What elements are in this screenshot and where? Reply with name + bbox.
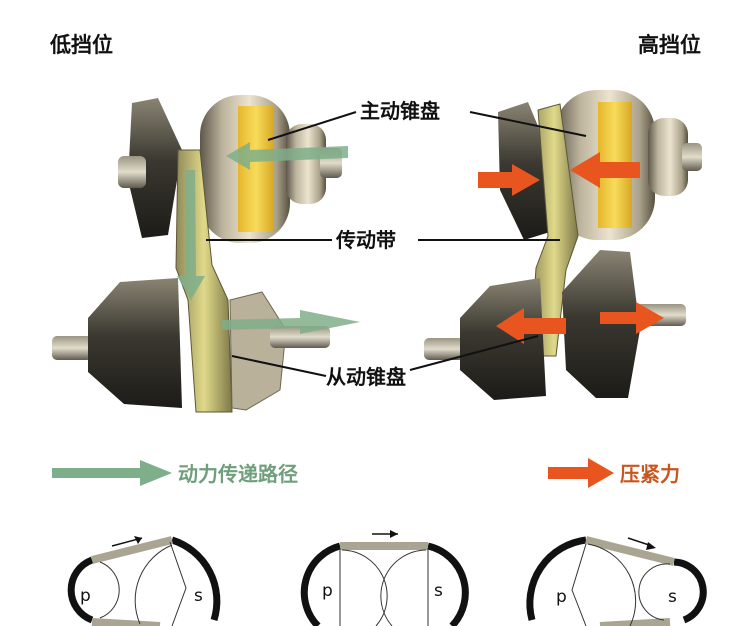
high-driven-left-shaft <box>424 338 464 360</box>
schematic-low-divider <box>169 541 187 626</box>
high-force-arrow-driven-left <box>496 308 566 344</box>
schematic-high-p-letter: p <box>556 587 567 607</box>
high-belt <box>529 103 579 357</box>
schematic-low-belt-bottom <box>91 618 161 626</box>
schematic-low-belt-top <box>91 536 173 564</box>
schematic-high-s-wheel <box>638 563 671 621</box>
legend-force-arrow-icon <box>548 458 614 488</box>
high-driven-left-cone <box>460 278 546 400</box>
low-drive-left-hub <box>118 156 146 188</box>
schematic-low-p-wheel <box>99 561 120 619</box>
schematic-high-s-letter: s <box>668 587 677 607</box>
low-driven-right-shaft <box>270 326 330 348</box>
schematic-mid-gear: p s <box>300 530 469 626</box>
schematic-high-belt-bottom <box>599 618 671 626</box>
high-force-arrow-drive-right <box>570 152 640 188</box>
schematic-low-p-arc <box>67 556 94 624</box>
label-belt: 传动带 <box>335 228 396 252</box>
schematic-low-s-arc <box>170 536 221 622</box>
high-drive-shaft <box>682 143 702 171</box>
legend-power-arrow-icon <box>52 460 172 486</box>
label-drive-pulley: 主动锥盘 <box>360 99 440 123</box>
schematic-high-divider <box>571 543 587 626</box>
schematic-mid-p-letter: p <box>322 581 333 601</box>
schematic-high-p-arc <box>526 536 587 621</box>
schematic-mid-s-letter: s <box>434 581 443 601</box>
low-gear-assembly <box>52 95 360 413</box>
title-low-gear: 低挡位 <box>49 33 113 57</box>
high-drive-right-hub <box>648 118 688 196</box>
schematic-high-s-arc <box>673 558 707 624</box>
low-power-arrow-vertical <box>177 170 205 300</box>
legend-clamping-force: 压紧力 <box>620 462 680 486</box>
schematic-low-s-wheel <box>134 544 173 625</box>
schematic-mid-s-arc <box>427 542 469 626</box>
schematic-mid-p-wheel <box>341 549 388 626</box>
schematic-mid-arrow-head <box>390 530 398 538</box>
schematic-low-s-letter: s <box>194 586 203 606</box>
high-force-arrow-driven-right <box>600 302 664 334</box>
title-high-gear: 高挡位 <box>638 33 701 57</box>
low-drive-yellow-band <box>238 106 274 232</box>
legend: 动力传递路径 压紧力 <box>52 458 680 488</box>
schematic-high-gear: p s <box>526 536 707 626</box>
low-power-arrow-lower <box>222 310 360 334</box>
leader-driven-right <box>409 335 539 371</box>
schematic-high-p-wheel <box>587 543 637 626</box>
leader-driven-left <box>231 355 327 377</box>
leader-drive-right <box>469 111 587 137</box>
low-driven-right-disc <box>229 291 287 411</box>
legend-power-path: 动力传递路径 <box>178 462 298 486</box>
leader-drive-left <box>267 111 357 141</box>
schematic-low-gear: p s <box>67 536 221 626</box>
high-force-arrow-drive-left <box>478 164 540 196</box>
label-driven-pulley: 从动锥盘 <box>326 365 406 389</box>
high-gear-assembly <box>424 90 702 400</box>
high-drive-cone-flange <box>498 102 552 240</box>
low-power-arrow-upper <box>226 142 348 170</box>
schematic-high-belt-top <box>585 536 675 566</box>
low-driven-left-shaft <box>52 336 92 360</box>
schematic-mid-p-arc <box>300 542 341 626</box>
labels: 主动锥盘 传动带 从动锥盘 <box>206 99 587 389</box>
schematic-high-arrow-head <box>646 542 656 550</box>
schematic-low-p-letter: p <box>80 586 91 606</box>
low-drive-cone-flange <box>128 98 182 238</box>
schematic-low-arrow-head <box>134 536 142 544</box>
schematic-mid-s-wheel <box>380 549 427 626</box>
low-drive-right-hub <box>286 124 326 204</box>
low-driven-left-cone <box>88 278 182 408</box>
